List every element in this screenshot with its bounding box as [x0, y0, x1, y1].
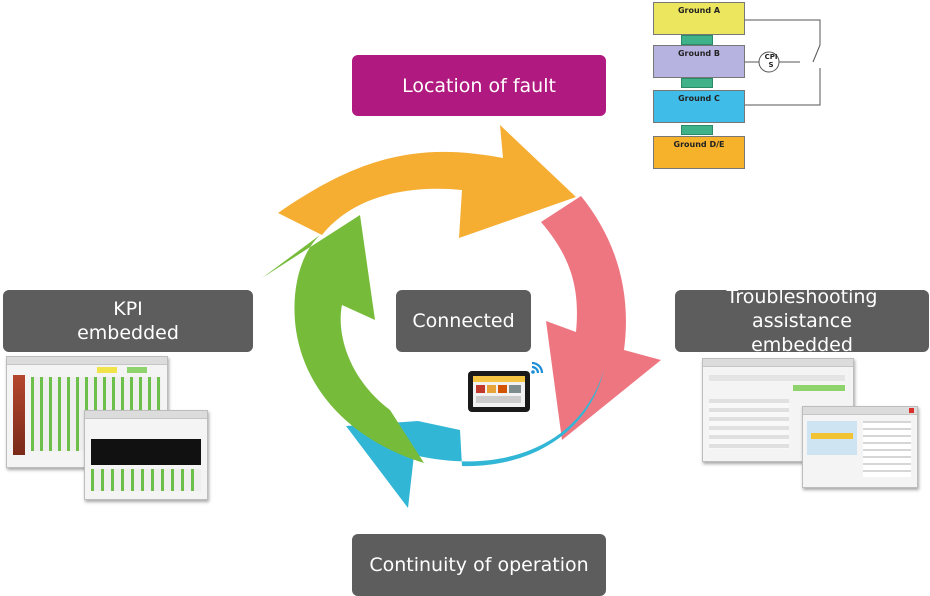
continuity-label: Continuity of operation — [352, 534, 606, 596]
green-arrow — [262, 215, 424, 463]
kpi-embedded-label: KPI embedded — [3, 290, 253, 352]
ground-c-box: Ground C — [653, 90, 745, 123]
troubleshooting-embedded-text: embedded — [751, 334, 853, 356]
cpi-symbol: CPI S — [760, 53, 782, 69]
ground-connector — [681, 35, 713, 45]
pink-arrow — [541, 196, 661, 440]
tablet-icon — [468, 361, 544, 412]
ground-de-label: Ground D/E — [673, 140, 725, 149]
ground-connector — [681, 125, 713, 135]
connected-label: Connected — [396, 290, 531, 352]
ground-a-box: Ground A — [653, 2, 745, 35]
kpi-text: KPI — [113, 298, 143, 320]
location-of-fault-label: Location of fault — [352, 55, 606, 116]
kpi-embedded-text: embedded — [77, 322, 179, 344]
blue-arrow — [346, 370, 604, 508]
continuity-text: Continuity of operation — [369, 554, 589, 576]
wifi-icon — [531, 361, 544, 374]
location-of-fault-text: Location of fault — [402, 74, 556, 97]
troubleshooting-label: Troubleshooting assistance embedded — [675, 286, 929, 356]
ground-a-label: Ground A — [677, 6, 721, 15]
ground-c-label: Ground C — [678, 94, 720, 103]
troubleshooting-screenshot-front — [802, 406, 918, 488]
cpi-s-text: S — [768, 61, 774, 69]
connected-text: Connected — [412, 310, 515, 332]
orange-arrow — [278, 125, 576, 238]
troubleshooting-text: Troubleshooting assistance — [726, 286, 878, 332]
ground-connector — [681, 78, 713, 88]
ground-de-box: Ground D/E — [653, 136, 745, 169]
ground-b-label: Ground B — [677, 49, 720, 58]
kpi-screenshot-front — [84, 410, 208, 500]
ground-b-box: Ground B — [653, 45, 745, 78]
cpi-text: CPI — [764, 53, 778, 61]
ground-diagram: Ground A Ground B Ground C Ground D/E CP… — [648, 0, 930, 175]
cpi-wiring — [745, 19, 821, 106]
